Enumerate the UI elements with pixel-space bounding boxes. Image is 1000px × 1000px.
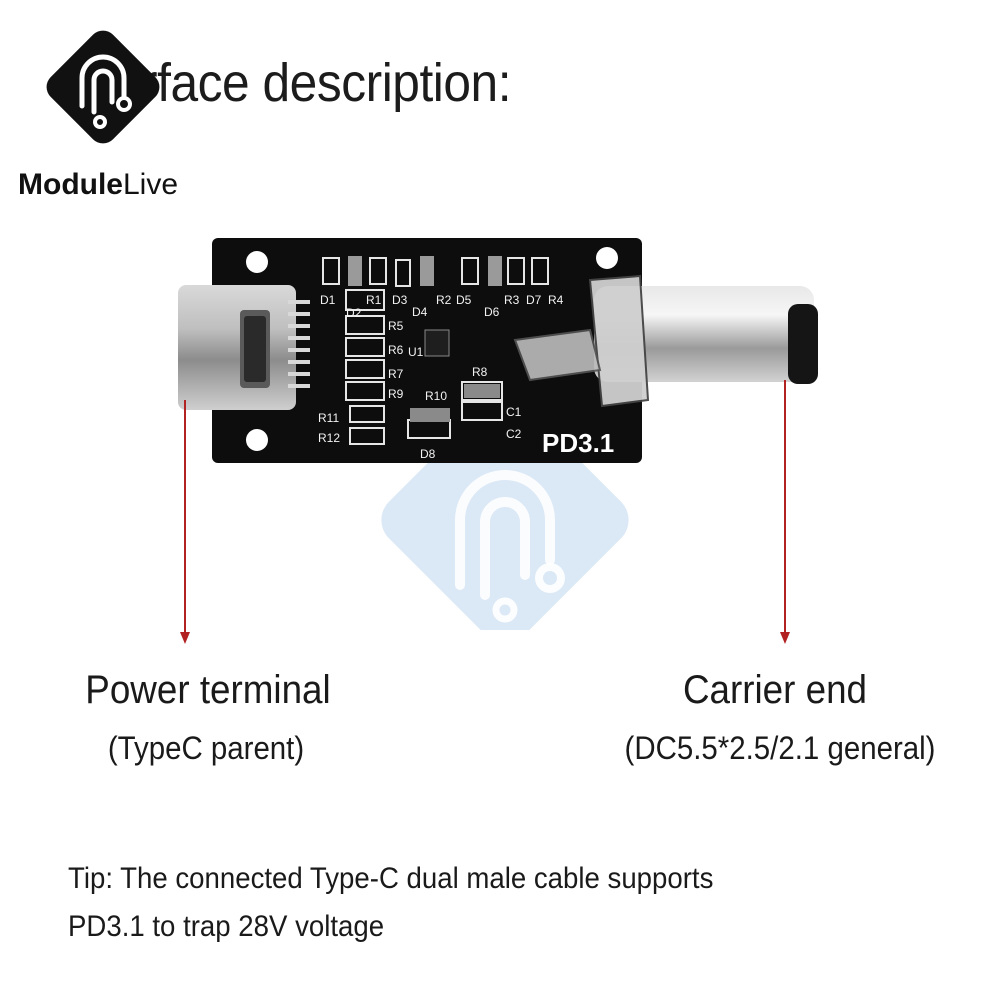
svg-text:D6: D6 [484, 305, 500, 319]
tip-line-2: PD3.1 to trap 28V voltage [68, 910, 385, 943]
svg-text:R3: R3 [504, 293, 520, 307]
tip-line-1: Tip: The connected Type-C dual male cabl… [68, 862, 714, 895]
svg-text:R7: R7 [388, 367, 404, 381]
carrier-end-arrow [780, 380, 790, 644]
svg-text:R2: R2 [436, 293, 452, 307]
modulelive-logo-icon [46, 30, 160, 144]
svg-text:R12: R12 [318, 431, 340, 445]
power-terminal-label: Power terminal [85, 668, 331, 712]
mounting-hole [596, 247, 618, 269]
svg-text:R9: R9 [388, 387, 404, 401]
power-terminal-detail: (TypeC parent) [107, 730, 305, 766]
brand-name-light: Live [123, 168, 179, 201]
svg-text:C1: C1 [506, 405, 522, 419]
svg-text:R5: R5 [388, 319, 404, 333]
svg-text:D7: D7 [526, 293, 542, 307]
svg-text:R8: R8 [472, 365, 488, 379]
board-marking: PD3.1 [542, 428, 614, 458]
svg-text:D8: D8 [420, 447, 436, 461]
carrier-end-detail: (DC5.5*2.5/2.1 general) [624, 730, 936, 766]
svg-text:D4: D4 [412, 305, 428, 319]
svg-text:D3: D3 [392, 293, 408, 307]
svg-text:C2: C2 [506, 427, 522, 441]
svg-text:R1: R1 [366, 293, 382, 307]
svg-text:D2: D2 [346, 306, 362, 320]
svg-text:R4: R4 [548, 293, 564, 307]
svg-text:R6: R6 [388, 343, 404, 357]
mounting-hole [246, 429, 268, 451]
silkscreen-label: D1 [320, 293, 336, 307]
svg-text:D5: D5 [456, 293, 472, 307]
power-terminal-arrow [180, 400, 190, 644]
carrier-end-label: Carrier end [682, 668, 868, 712]
svg-text:R11: R11 [318, 411, 339, 425]
brand-name: ModuleLive [18, 168, 178, 202]
svg-text:U1: U1 [408, 345, 424, 359]
mounting-hole [246, 251, 268, 273]
usb-c-port [178, 285, 296, 410]
svg-text:R10: R10 [425, 389, 447, 403]
pd-trigger-board: D1 D2 R1 D3 D4 R2 D5 D6 R3 D7 R4 R5 R6 U… [178, 238, 818, 463]
dc-barrel-plug [594, 286, 814, 382]
brand-name-bold: Module [18, 168, 123, 201]
